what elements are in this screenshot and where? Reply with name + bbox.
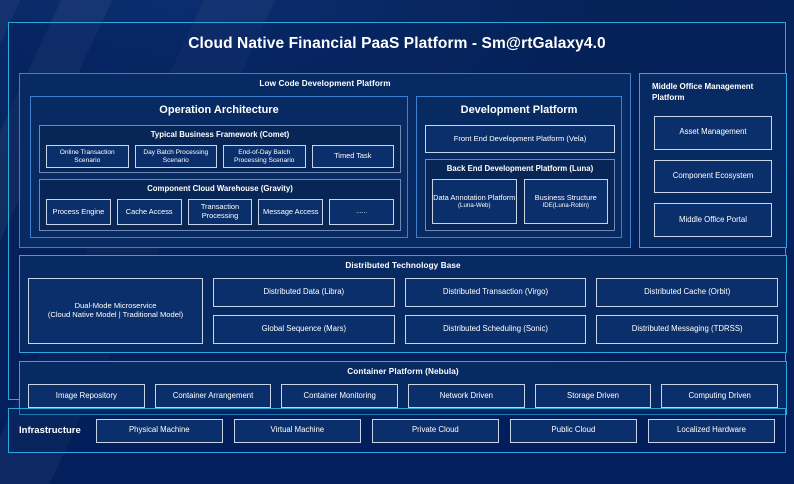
box-distributed-data[interactable]: Distributed Data (Libra) — [213, 278, 395, 307]
box-data-annotation-platform-sublabel: (Luna-Web) — [457, 202, 491, 210]
box-transaction-processing[interactable]: Transaction Processing — [187, 199, 253, 225]
container-platform-items: Image Repository Container Arrangement C… — [28, 384, 779, 408]
box-front-end-development-platform[interactable]: Front End Development Platform (Vela) — [425, 125, 615, 153]
box-localized-hardware[interactable]: Localized Hardware — [647, 418, 775, 443]
page-title: Cloud Native Financial PaaS Platform - S… — [188, 35, 606, 52]
box-distributed-cache[interactable]: Distributed Cache (Orbit) — [596, 278, 779, 307]
box-virtual-machine[interactable]: Virtual Machine — [233, 418, 361, 443]
typical-business-framework-items: Online Transaction Scenario Day Batch Pr… — [46, 145, 394, 168]
box-timed-task[interactable]: Timed Task — [311, 145, 394, 168]
back-end-items: Data Annotation Platform (Luna-Web) Busi… — [432, 179, 608, 224]
section-container-platform: Container Platform (Nebula) Image Reposi… — [19, 361, 787, 415]
box-component-ecosystem[interactable]: Component Ecosystem — [654, 159, 772, 194]
component-cloud-warehouse-items: Process Engine Cache Access Transaction … — [46, 199, 394, 225]
box-business-structure-ide-label: Business Structure — [534, 192, 597, 202]
box-private-cloud[interactable]: Private Cloud — [371, 418, 499, 443]
box-online-transaction-scenario[interactable]: Online Transaction Scenario — [46, 145, 129, 168]
development-platform-heading: Development Platform — [460, 104, 578, 116]
box-asset-management[interactable]: Asset Management — [654, 116, 772, 150]
panel-component-cloud-warehouse: Component Cloud Warehouse (Gravity) Proc… — [39, 179, 401, 231]
distributed-column-3: Distributed Cache (Orbit) Distributed Me… — [596, 278, 779, 344]
box-computing-driven[interactable]: Computing Driven — [661, 384, 779, 408]
box-network-driven[interactable]: Network Driven — [408, 384, 525, 408]
box-dual-mode-microservice-line2: (Cloud Native Model | Traditional Model) — [47, 310, 184, 319]
distributed-column-1: Distributed Data (Libra) Global Sequence… — [213, 278, 395, 344]
panel-development-platform: Development Platform Front End Developme… — [416, 96, 622, 238]
box-container-monitoring[interactable]: Container Monitoring — [281, 384, 399, 408]
box-day-batch-processing-scenario[interactable]: Day Batch Processing Scenario — [134, 145, 217, 168]
infrastructure-row: Infrastructure Physical Machine Virtual … — [9, 409, 785, 452]
middle-office-items: Asset Management Component Ecosystem Mid… — [654, 116, 772, 238]
box-physical-machine[interactable]: Physical Machine — [95, 418, 223, 443]
distributed-technology-base-title: Distributed Technology Base — [345, 261, 461, 270]
section-low-code-development-platform: Low Code Development Platform Operation … — [19, 73, 631, 248]
box-storage-driven[interactable]: Storage Driven — [534, 384, 652, 408]
section-infrastructure: Infrastructure Physical Machine Virtual … — [8, 408, 786, 453]
panel-operation-architecture: Operation Architecture Typical Business … — [30, 96, 408, 238]
container-platform-title: Container Platform (Nebula) — [347, 367, 459, 376]
box-process-engine[interactable]: Process Engine — [46, 199, 111, 225]
box-container-arrangement[interactable]: Container Arrangement — [154, 384, 272, 408]
distributed-technology-base-body: Dual-Mode Microservice (Cloud Native Mod… — [28, 278, 779, 344]
operation-architecture-heading: Operation Architecture — [159, 104, 279, 116]
box-business-structure-ide[interactable]: Business Structure IDE(Luna-Robin) — [523, 179, 608, 224]
box-business-structure-ide-sublabel: IDE(Luna-Robin) — [542, 202, 589, 210]
box-end-of-day-batch-processing-scenario[interactable]: End-of-Day Batch Processing Scenario — [223, 145, 306, 168]
box-distributed-scheduling[interactable]: Distributed Scheduling (Sonic) — [404, 315, 587, 344]
box-data-annotation-platform-label: Data Annotation Platform — [433, 192, 516, 202]
box-dual-mode-microservice[interactable]: Dual-Mode Microservice (Cloud Native Mod… — [28, 278, 203, 344]
box-middle-office-portal[interactable]: Middle Office Portal — [654, 203, 772, 238]
box-more-ellipsis[interactable]: ...... — [329, 199, 394, 225]
dual-mode-microservice-wrapper: Dual-Mode Microservice (Cloud Native Mod… — [28, 278, 203, 344]
low-code-title: Low Code Development Platform — [259, 79, 391, 88]
box-dual-mode-microservice-line1: Dual-Mode Microservice — [74, 301, 157, 311]
main-platform-frame: Cloud Native Financial PaaS Platform - S… — [8, 22, 787, 415]
component-cloud-warehouse-title: Component Cloud Warehouse (Gravity) — [147, 184, 293, 193]
box-global-sequence[interactable]: Global Sequence (Mars) — [213, 315, 395, 344]
infrastructure-label: Infrastructure — [19, 425, 81, 436]
section-middle-office-management-platform: Middle Office Management Platform Asset … — [639, 73, 787, 248]
box-public-cloud[interactable]: Public Cloud — [509, 418, 637, 443]
panel-back-end-development-platform: Back End Development Platform (Luna) Dat… — [425, 159, 615, 231]
box-message-access[interactable]: Message Access — [258, 199, 324, 225]
box-image-repository[interactable]: Image Repository — [28, 384, 145, 408]
box-data-annotation-platform[interactable]: Data Annotation Platform (Luna-Web) — [432, 179, 517, 224]
panel-typical-business-framework: Typical Business Framework (Comet) Onlin… — [39, 125, 401, 173]
back-end-development-platform-title: Back End Development Platform (Luna) — [446, 164, 594, 173]
box-cache-access[interactable]: Cache Access — [116, 199, 182, 225]
box-distributed-transaction[interactable]: Distributed Transaction (Virgo) — [404, 278, 587, 307]
typical-business-framework-title: Typical Business Framework (Comet) — [150, 130, 290, 139]
section-distributed-technology-base: Distributed Technology Base Dual-Mode Mi… — [19, 255, 787, 353]
box-distributed-messaging[interactable]: Distributed Messaging (TDRSS) — [596, 315, 779, 344]
distributed-column-2: Distributed Transaction (Virgo) Distribu… — [404, 278, 587, 344]
middle-office-title: Middle Office Management Platform — [652, 82, 754, 102]
